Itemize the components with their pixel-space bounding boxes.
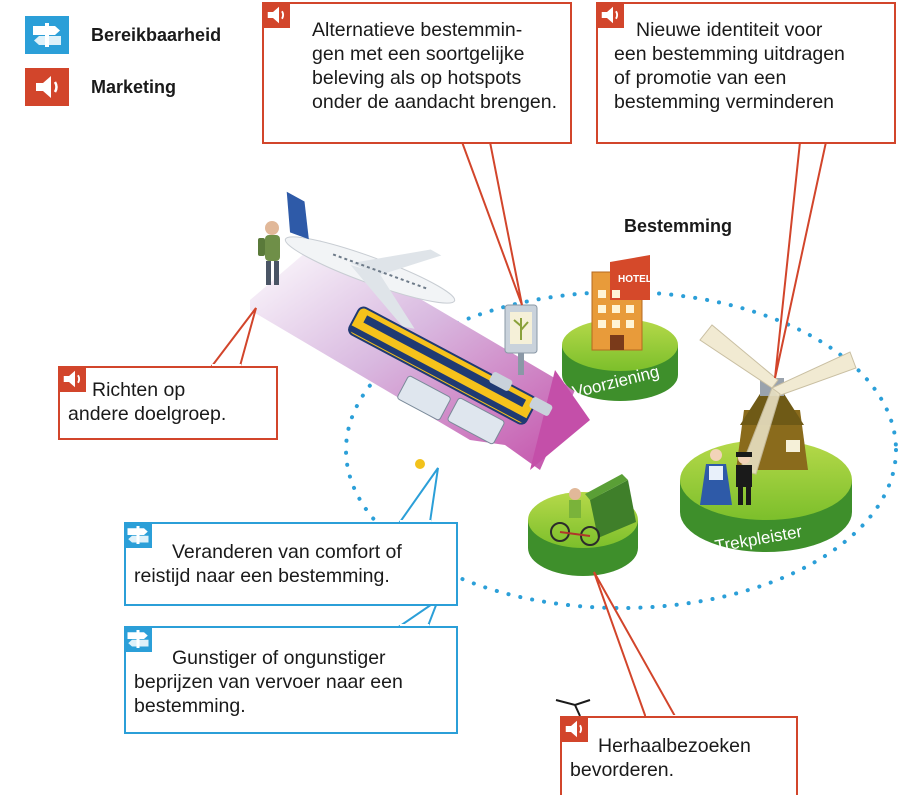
callout-text: Herhaalbezoeken bevorderen. <box>570 735 751 781</box>
legend-label-marketing: Marketing <box>91 76 177 97</box>
bird <box>555 699 591 717</box>
callout-text: Veranderen van comfort of reistijd naar … <box>134 541 402 587</box>
hedge <box>585 474 636 538</box>
callout-alternatieve: Alternatieve bestemmin- gen met een soor… <box>262 2 572 144</box>
callout-text: Richten op andere doelgroep. <box>68 379 227 425</box>
megaphone-icon <box>560 716 588 742</box>
traveller-figure <box>258 221 280 285</box>
vehicles <box>397 372 553 445</box>
legend-marketing: Marketing <box>25 68 176 106</box>
pointer-identiteit <box>774 141 828 379</box>
megaphone-icon <box>58 366 86 392</box>
pointer-alternatieve <box>460 141 523 306</box>
callout-doelgroep: Richten op andere doelgroep. <box>58 366 278 440</box>
callout-text: Alternatieve bestemmin- gen met een soor… <box>312 19 558 113</box>
callout-text: Gunstiger of ongunstiger beprijzen van v… <box>134 647 403 717</box>
callout-herhaal: Herhaalbezoeken bevorderen. <box>560 716 798 795</box>
train <box>347 306 537 425</box>
pointer-doelgroep <box>209 307 257 367</box>
legend-bereikbaarheid: Bereikbaarheid <box>25 16 221 54</box>
cyclist-base <box>528 492 638 576</box>
yellow-dot <box>415 459 425 469</box>
callout-identiteit: Nieuwe identiteit voor een bestemming ui… <box>596 2 896 144</box>
hotel-building: HOTEL <box>591 255 652 351</box>
signpost-icon <box>124 626 152 652</box>
billboard <box>504 304 538 375</box>
callout-comfort: Veranderen van comfort of reistijd naar … <box>124 522 458 606</box>
hotel-sign: HOTEL <box>618 274 652 285</box>
pointer-comfort <box>398 467 439 523</box>
megaphone-icon <box>262 2 290 28</box>
callout-text: Nieuwe identiteit voor een bestemming ui… <box>614 19 845 113</box>
cyclist-figure <box>550 488 600 546</box>
megaphone-icon <box>25 68 69 106</box>
legend-label-bereikbaarheid: Bereikbaarheid <box>91 24 222 45</box>
signpost-icon <box>124 522 152 548</box>
callout-beprijzen: Gunstiger of ongunstiger beprijzen van v… <box>124 626 458 734</box>
scene-title: Bestemming <box>624 216 733 236</box>
destination-boundary <box>344 290 898 610</box>
dutch-couple <box>700 449 752 505</box>
signpost-icon <box>25 16 69 54</box>
megaphone-icon <box>596 2 624 28</box>
pointer-herhaal <box>593 571 678 719</box>
airplane <box>284 191 456 329</box>
